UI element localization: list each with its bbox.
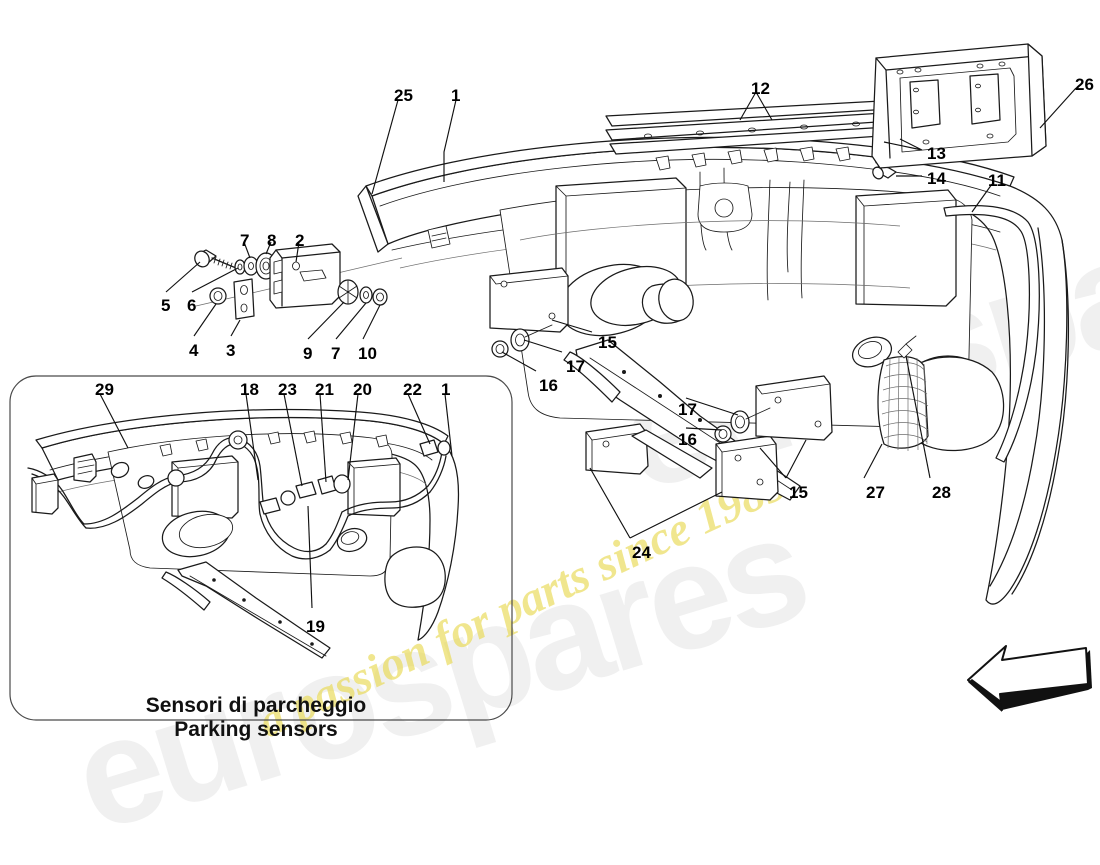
callout-26: 26	[1075, 75, 1094, 94]
callout-1-inset: 1	[441, 380, 451, 399]
bumper-inner-structure	[499, 167, 1005, 452]
callout-10: 10	[358, 344, 377, 363]
callout-12: 12	[751, 79, 770, 98]
callout-20: 20	[353, 380, 372, 399]
callout-27: 27	[866, 483, 885, 502]
callout-17-a: 17	[566, 357, 585, 376]
callout-5: 5	[161, 296, 171, 315]
callout-16-b: 16	[678, 430, 697, 449]
callout-24: 24	[632, 543, 651, 562]
callout-1: 1	[451, 86, 461, 105]
callout-25: 25	[394, 86, 413, 105]
fasteners-16-17-mid	[714, 407, 771, 443]
trim-strip-11	[943, 205, 1040, 463]
lower-valance-panel	[489, 267, 833, 501]
callout-7-upper: 7	[240, 231, 250, 250]
callout-17-b: 17	[678, 400, 697, 419]
technical-illustration: .ln{fill:none;stroke:#1a1a1a;stroke-widt…	[9, 43, 1092, 721]
callout-3: 3	[226, 341, 236, 360]
wiring-harness	[27, 436, 447, 560]
callout-7-lower: 7	[331, 344, 341, 363]
callout-15-a: 15	[598, 333, 617, 352]
callout-2: 2	[295, 231, 305, 250]
callout-13: 13	[927, 144, 946, 163]
callout-11: 11	[988, 171, 1006, 190]
callout-4: 4	[189, 341, 199, 360]
callout-21: 21	[315, 380, 334, 399]
exploded-fastener-assembly	[194, 225, 451, 320]
callout-14: 14	[927, 169, 946, 188]
inset-caption-english: Parking sensors	[174, 718, 338, 741]
inset-bumper-harness	[27, 393, 460, 659]
callout-19: 19	[306, 617, 325, 636]
leader-lines-inset	[99, 393, 453, 609]
panel-26	[871, 43, 1047, 169]
callout-9: 9	[303, 344, 313, 363]
callout-16-a: 16	[539, 376, 558, 395]
callout-15-b: 15	[789, 483, 808, 502]
callout-29: 29	[95, 380, 114, 399]
direction-arrow-shape	[967, 645, 1092, 712]
callout-8: 8	[267, 231, 277, 250]
callout-22: 22	[403, 380, 422, 399]
inset-panel	[9, 375, 513, 721]
inset-caption-italian: Sensori di parcheggio	[145, 694, 367, 717]
callout-28: 28	[932, 483, 951, 502]
callout-23: 23	[278, 380, 297, 399]
leader-lines-main	[165, 87, 1077, 539]
callout-18: 18	[240, 380, 259, 399]
diagram-canvas: eurospares eurospares a passion for part…	[9, 43, 1100, 863]
callout-6: 6	[187, 296, 197, 315]
